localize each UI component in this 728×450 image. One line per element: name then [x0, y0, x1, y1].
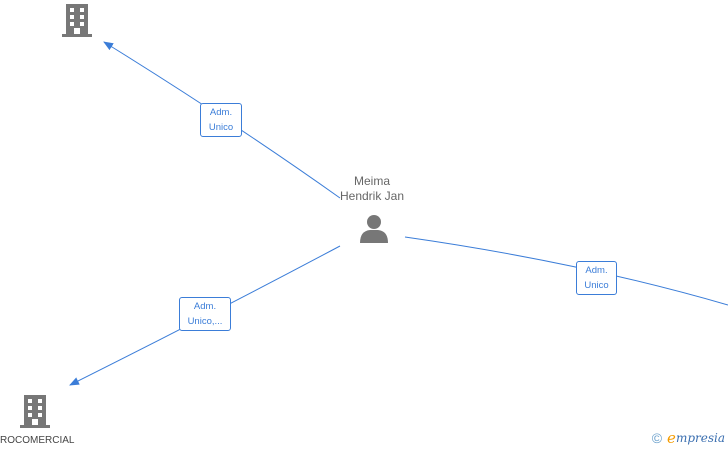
edge-label-top-left[interactable]: Adm. Unico: [200, 103, 242, 137]
brand-logo-e: e: [667, 429, 676, 447]
brand-logo-text: mpresia: [675, 431, 725, 445]
edge-label-top-left-line2: Unico: [208, 122, 234, 133]
person-icon[interactable]: [360, 215, 388, 243]
copyright-icon: ©: [651, 430, 663, 446]
person-name-line2: Hendrik Jan: [339, 189, 405, 203]
building-icon-bottom-left[interactable]: [20, 395, 50, 428]
person-name-line1: Meima: [353, 174, 390, 188]
building-icon-top-left[interactable]: [62, 4, 92, 37]
edge-label-bottom-left[interactable]: Adm. Unico,...: [179, 297, 231, 331]
edge-label-right[interactable]: Adm. Unico: [576, 261, 617, 295]
empresia-watermark: © e mpresia: [652, 429, 725, 447]
edge-label-bottom-left-line2: Unico,...: [187, 316, 223, 327]
edge-line-right: [404, 236, 728, 306]
company-name-bottom-left[interactable]: ROCOMERCIAL: [0, 435, 75, 446]
edge-label-top-left-line1: Adm.: [209, 107, 233, 118]
edge-label-bottom-left-line1: Adm.: [193, 301, 217, 312]
edge-label-right-line1: Adm.: [585, 265, 608, 276]
edge-label-right-line2: Unico: [584, 280, 609, 291]
person-name-label[interactable]: Meima Hendrik Jan: [322, 174, 422, 204]
